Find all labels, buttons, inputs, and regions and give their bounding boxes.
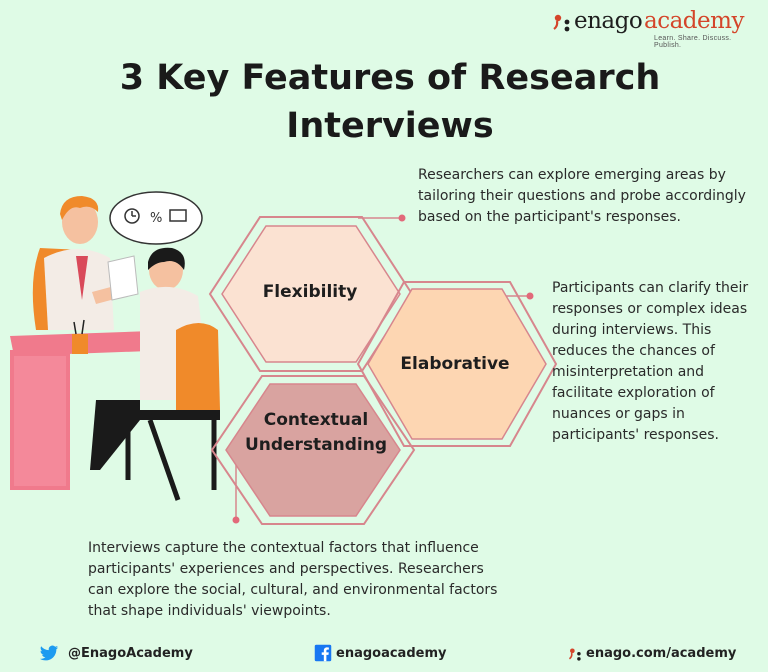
connector-dot-elaborative xyxy=(526,292,534,300)
hexagon-elaborative xyxy=(356,281,558,447)
brand-name-academy: academy xyxy=(644,8,744,34)
connector-dot-flexibility xyxy=(398,214,406,222)
footer-facebook-link[interactable]: enagoacademy xyxy=(314,642,446,664)
feature-label-elaborative: Elaborative xyxy=(400,354,510,374)
footer-website-url: enago.com/academy xyxy=(586,645,737,661)
footer-facebook-handle: enagoacademy xyxy=(336,645,447,661)
page-title: 3 Key Features of Research Interviews xyxy=(119,58,661,146)
svg-text:%: % xyxy=(150,211,162,226)
hexagon-contextual xyxy=(210,375,416,525)
feature-label-contextual: Contextual Understanding xyxy=(244,410,388,455)
footer-website-link[interactable]: enago.com/academy xyxy=(568,642,736,664)
brand-logo: enago academy Learn. Share. Discuss. Pub… xyxy=(552,8,757,49)
enago-mark-icon xyxy=(553,14,570,32)
feature-description-contextual: Interviews capture the contextual factor… xyxy=(88,540,498,619)
brand-tagline: Learn. Share. Discuss. Publish. xyxy=(654,35,732,49)
feature-label-flexibility: Flexibility xyxy=(262,282,358,302)
brand-name-enago: enago xyxy=(574,8,643,34)
facebook-icon xyxy=(314,644,332,662)
interview-illustration: % xyxy=(10,191,220,501)
connector-dot-contextual xyxy=(232,516,240,524)
feature-description-flexibility: Researchers can explore emerging areas b… xyxy=(418,167,746,225)
footer-twitter-handle: @EnagoAcademy xyxy=(68,645,193,661)
twitter-icon xyxy=(39,645,59,661)
enago-mark-icon xyxy=(568,648,581,661)
feature-description-elaborative: Participants can clarify their responses… xyxy=(552,280,749,443)
footer-twitter-link[interactable]: @EnagoAcademy xyxy=(38,642,193,664)
